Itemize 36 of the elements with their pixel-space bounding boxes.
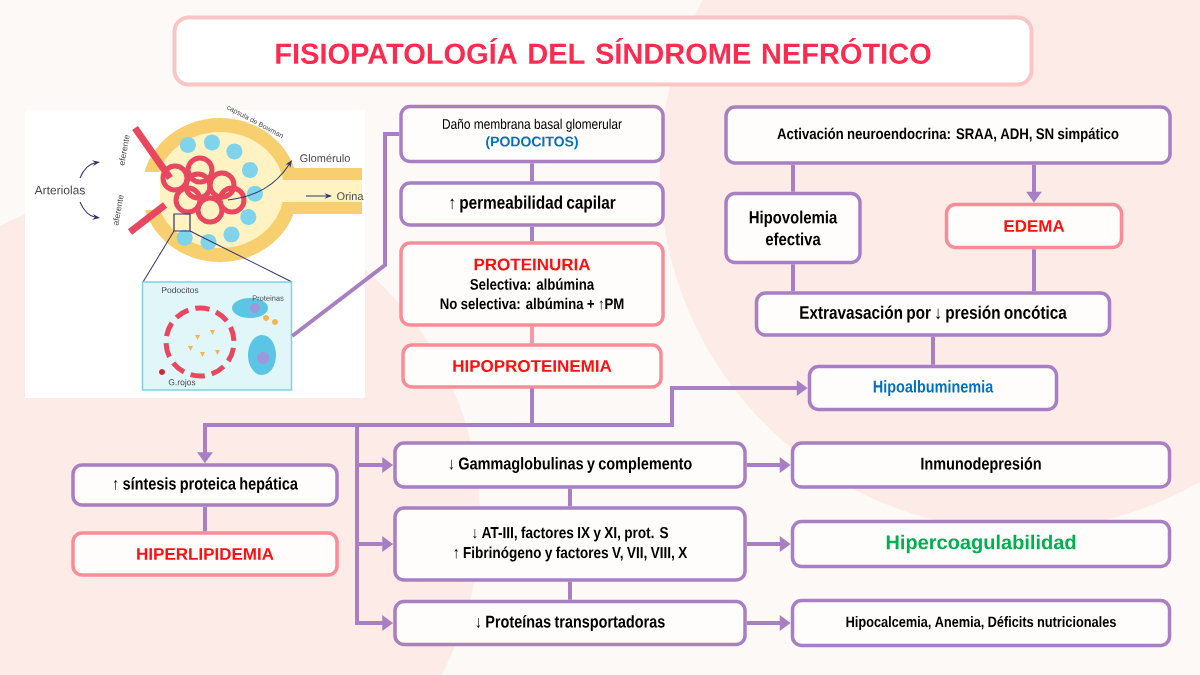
process-box: Hipoalbuminemia (807, 364, 1059, 412)
connector-line (530, 163, 534, 182)
process-box: ↓ AT-III, factores IX y XI, prot. S ↑ Fibrinógeno y factores V, VII, VIII, X (393, 506, 747, 582)
process-box: Hipercoagulabilidad (790, 519, 1172, 569)
part-label: Orina (337, 191, 364, 201)
connector-line (203, 506, 207, 532)
process-box: Daño membrana basal glomerular (PODOCITOS) (399, 104, 665, 164)
connector-line (1032, 249, 1036, 292)
process-box: Hipocalcemia, Anemia, Déficits nutricionales (790, 598, 1172, 648)
connector-line (530, 326, 534, 344)
process-box: ↑ permeabilidad capilar (399, 181, 665, 227)
part-label: G.rojos (168, 379, 196, 387)
process-box: Extravasación por ↓ presión oncótica (754, 291, 1112, 337)
connector-line (530, 226, 534, 242)
process-box: ↓ Gammaglobulinas y complemento (393, 441, 747, 489)
part-label: Podocitos (162, 286, 199, 294)
part-label: eferente (119, 135, 130, 166)
highlight-box: PROTEINURIA Selectiva: albúmina No selectiva: albúmina + ↑PM (399, 241, 665, 327)
part-label: Glomérulo (300, 153, 350, 163)
highlight-box: HIPOPROTEINEMIA (401, 343, 663, 389)
part-label: Arteriolas (34, 185, 85, 195)
title-banner: FISIOPATOLOGÍA DEL SÍNDROME NEFRÓTICO (172, 15, 1034, 87)
connector-line (791, 264, 795, 292)
part-label: aferente (113, 195, 124, 226)
connector-line (568, 581, 572, 600)
process-box: Inmunodepresión (790, 441, 1172, 489)
process-box: Activación neuroendocrina: SRAA, ADH, SN simpático (724, 105, 1172, 165)
connector-line (791, 164, 795, 192)
process-box: Hipovolemia efectiva (724, 191, 862, 265)
process-box: ↓ Proteínas transportadoras (393, 599, 747, 647)
connector-line (568, 488, 572, 507)
connector-line (291, 132, 400, 338)
highlight-box: EDEMA (944, 202, 1124, 250)
process-box: ↑ síntesis proteica hepática (71, 463, 339, 507)
highlight-box: HIPERLIPIDEMIA (71, 531, 339, 577)
connector-line (931, 336, 935, 365)
